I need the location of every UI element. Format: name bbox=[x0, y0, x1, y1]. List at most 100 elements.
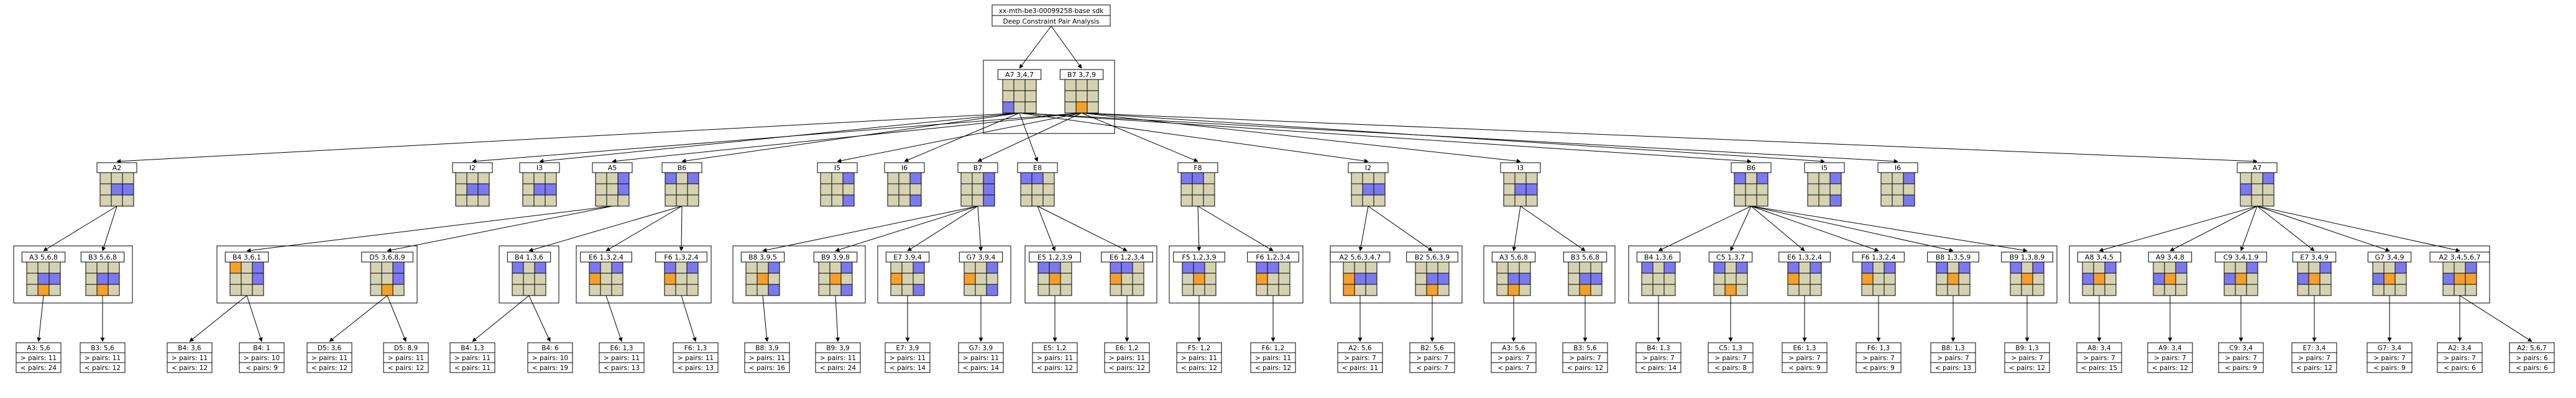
level3-lt-pairs: < pairs: 24 bbox=[820, 364, 856, 372]
level2-node-12-label: E6 1,2,3,4 bbox=[1110, 253, 1144, 261]
grid-cell bbox=[975, 261, 987, 274]
grid-cell bbox=[1060, 261, 1072, 274]
level1-node-0-label: A2 bbox=[113, 164, 122, 172]
level3-label: B9: 3,9 bbox=[826, 345, 849, 352]
level3-lt-pairs: < pairs: 9 bbox=[1788, 364, 1821, 372]
level3-lt-pairs: < pairs: 12 bbox=[1037, 364, 1073, 372]
grid-cell bbox=[1745, 194, 1757, 207]
grid-cell bbox=[2442, 261, 2455, 274]
grid-cell bbox=[1031, 194, 1044, 207]
grid-cell bbox=[1652, 273, 1665, 285]
grid-cell bbox=[512, 261, 524, 274]
grid-cell bbox=[37, 284, 50, 296]
level3-node-10: B8: 3,9> pairs: 11< pairs: 16 bbox=[744, 342, 790, 373]
grid-cell bbox=[831, 172, 844, 184]
level3-gt-pairs: > pairs: 11 bbox=[1255, 355, 1291, 362]
grid-cell bbox=[2394, 284, 2407, 296]
grid-cell bbox=[1936, 273, 1948, 285]
grid-cell bbox=[2442, 284, 2455, 296]
level3-lt-pairs: < pairs: 13 bbox=[604, 364, 640, 372]
grid-cell bbox=[2465, 284, 2477, 296]
level3-lt-pairs: < pairs: 12 bbox=[1181, 364, 1217, 372]
level2-node-17: A3 5,6,8 bbox=[1491, 251, 1536, 296]
level3-lt-pairs: < pairs: 12 bbox=[2152, 364, 2188, 372]
level3-node-5: D5: 8,9> pairs: 11< pairs: 12 bbox=[383, 342, 429, 373]
level3-lt-pairs: < pairs: 24 bbox=[21, 364, 57, 372]
grid-cell bbox=[534, 261, 546, 274]
grid-cell bbox=[1734, 183, 1746, 196]
level3-node-31: E7: 3,4> pairs: 7< pairs: 12 bbox=[2291, 342, 2337, 373]
level2-cluster-7 bbox=[1169, 245, 1304, 304]
level2-cluster-6 bbox=[1024, 245, 1157, 304]
grid-cell bbox=[241, 284, 253, 296]
grid-cell bbox=[1121, 261, 1133, 274]
grid-cell bbox=[1579, 273, 1591, 285]
level2-node-15: A2 5,6,3,4,7 bbox=[1330, 251, 1391, 296]
grid-cell bbox=[664, 261, 676, 274]
grid-cell bbox=[664, 284, 676, 296]
level2-node-17-label: A3 5,6,8 bbox=[1499, 253, 1528, 261]
grid-cell bbox=[1002, 101, 1014, 114]
grid-cell bbox=[1426, 284, 1438, 296]
grid-cell bbox=[1641, 261, 1654, 274]
grid-cell bbox=[2308, 273, 2321, 285]
grid-cell bbox=[1736, 273, 1748, 285]
level2-node-30: A2 3,4,5,6,7 bbox=[2429, 251, 2490, 296]
grid-cell bbox=[901, 284, 914, 296]
grid-cell bbox=[455, 194, 467, 207]
level3-label: A2: 3,4 bbox=[2448, 345, 2472, 352]
level3-node-23: C5: 1,3> pairs: 7< pairs: 8 bbox=[1708, 342, 1754, 373]
level3-lt-pairs: < pairs: 9 bbox=[246, 364, 278, 372]
grid-cell bbox=[840, 261, 853, 274]
level3-lt-pairs: < pairs: 12 bbox=[311, 364, 347, 372]
grid-cell bbox=[606, 172, 619, 184]
level3-gt-pairs: > pairs: 7 bbox=[1416, 355, 1448, 362]
level3-label: A2: 5,6,7 bbox=[2517, 345, 2546, 352]
level3-lt-pairs: < pairs: 12 bbox=[1109, 364, 1145, 372]
grid-cell bbox=[1880, 183, 1893, 196]
level2-node-8: B9 3,9,8 bbox=[813, 251, 858, 296]
level2-node-3-label: D5 3,6,8,9 bbox=[369, 253, 405, 261]
grid-cell bbox=[1037, 261, 1050, 274]
grid-cell bbox=[840, 273, 853, 285]
grid-cell bbox=[820, 183, 832, 196]
grid-cell bbox=[1132, 273, 1144, 285]
grid-cell bbox=[512, 273, 524, 285]
level2-cluster-3 bbox=[576, 245, 712, 304]
grid-cell bbox=[108, 273, 120, 285]
level2-cluster-0 bbox=[13, 245, 133, 304]
level3-label: B4: 1,3 bbox=[461, 345, 484, 352]
level1-node-11: I3 bbox=[1500, 162, 1541, 207]
grid-cell bbox=[1256, 284, 1268, 296]
grid-cell bbox=[1192, 172, 1204, 184]
level1-node-11-label: I3 bbox=[1517, 164, 1524, 172]
grid-cell bbox=[1724, 261, 1737, 274]
grid-cell bbox=[1203, 183, 1215, 196]
level2-node-4: B4 1,3,6 bbox=[507, 251, 551, 296]
level2-node-19: B4 1,3,6 bbox=[1636, 251, 1681, 296]
grid-cell bbox=[1525, 172, 1538, 184]
grid-cell bbox=[913, 261, 925, 274]
grid-cell bbox=[2372, 261, 2385, 274]
grid-cell bbox=[617, 172, 630, 184]
grid-cell bbox=[1110, 261, 1122, 274]
level2-node-2-label: B4 3,6,1 bbox=[232, 253, 261, 261]
grid-cell bbox=[85, 284, 98, 296]
level3-gt-pairs: > pairs: 7 bbox=[1497, 355, 1530, 362]
grid-cell bbox=[1362, 194, 1374, 207]
level3-gt-pairs: > pairs: 6 bbox=[2516, 355, 2548, 362]
grid-cell bbox=[2082, 284, 2094, 296]
grid-cell bbox=[665, 194, 677, 207]
level3-lt-pairs: < pairs: 12 bbox=[85, 364, 121, 372]
grid-cell bbox=[1807, 172, 1819, 184]
grid-cell bbox=[1024, 90, 1037, 102]
grid-cell bbox=[2319, 284, 2332, 296]
level3-node-28: A8: 3,4> pairs: 7< pairs: 15 bbox=[2076, 342, 2122, 373]
level1-node-9: F8 bbox=[1177, 162, 1218, 207]
grid-cell bbox=[2104, 273, 2117, 285]
grid-cell bbox=[1087, 101, 1099, 114]
level2-node-1: B3 5,6,8 bbox=[80, 251, 125, 296]
grid-cell bbox=[589, 284, 601, 296]
grid-cell bbox=[664, 273, 676, 285]
level3-node-9: F6: 1,3> pairs: 11< pairs: 13 bbox=[673, 342, 719, 373]
